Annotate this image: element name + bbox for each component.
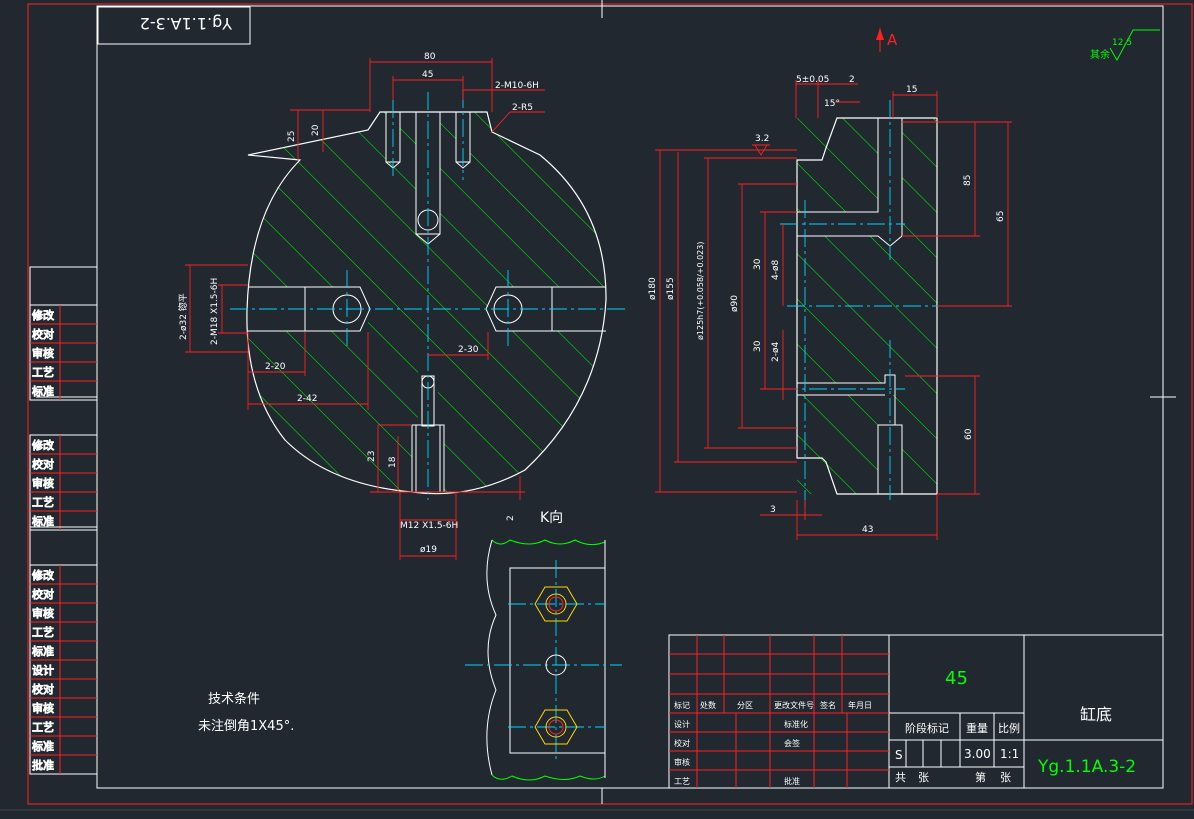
dim-18: 18 (388, 456, 398, 468)
revision-label-2-10: 批准 (32, 758, 54, 772)
tb-header-date: 年月日 (848, 700, 872, 710)
dim-25: 25 (287, 131, 297, 142)
tb-header-sign: 签名 (820, 700, 836, 710)
tb-header-count: 处数 (700, 700, 716, 710)
dim-2-30: 2-30 (458, 345, 479, 355)
tb-design: 设计 (674, 719, 690, 729)
revision-label-2-0: 修改 (32, 568, 54, 582)
revision-label-2-3: 工艺 (32, 626, 54, 639)
revision-label-2-7: 审核 (32, 701, 54, 715)
dim-2-42: 2-42 (297, 394, 317, 404)
revision-label-1-2: 审核 (32, 476, 54, 490)
roughness-note: 其余 (1090, 48, 1110, 61)
right-section-view: 5±0.05 2 15° 15 3.2 85 65 30 4-ø8 30 2-ø… (648, 75, 1012, 540)
sheet-unit-2: 张 (1000, 771, 1011, 784)
revision-label-2-4: 标准 (32, 644, 54, 658)
revision-label-1-4: 标准 (32, 514, 54, 528)
dim-side-thread: 2-M18 X1.5-6H (210, 278, 220, 345)
revision-label-2-6: 校对 (32, 682, 54, 696)
revision-label-0-4: 标准 (32, 384, 54, 398)
tb-standardization: 标准化 (784, 719, 808, 729)
dim-15: 15 (906, 85, 917, 95)
weight-value: 3.00 (964, 747, 991, 761)
dim-4-dia8: 4-ø8 (771, 260, 781, 280)
revision-label-0-3: 工艺 (32, 366, 54, 379)
scale-value: 1:1 (1000, 747, 1019, 761)
dim-45: 45 (422, 70, 433, 80)
dim-30-lower: 30 (753, 340, 763, 352)
revision-label-0-2: 审核 (32, 346, 54, 360)
sheets-unit: 张 (918, 771, 929, 784)
roughness-value: 12.5 (1112, 38, 1132, 48)
revision-label-2-8: 工艺 (32, 721, 54, 734)
tb-header-mark: 标记 (674, 700, 690, 710)
tb-countersign: 会签 (784, 738, 800, 748)
k-direction-view: K向 (465, 510, 622, 781)
dim-thread-top: 2-M10-6H (495, 81, 539, 91)
view-a-marker: A (876, 28, 898, 52)
dim-65: 65 (996, 211, 1006, 222)
rotated-code-box: Yg.1.1A.3-2 (97, 6, 251, 45)
left-section-view: 80 45 2-M10-6H 2-R5 25 20 2-ø32 锪平 2-M18… (177, 52, 628, 560)
tb-process: 工艺 (674, 777, 690, 786)
revision-label-2-9: 标准 (32, 739, 54, 753)
revision-label-0-1: 校对 (32, 327, 54, 341)
tb-header-change-doc: 更改文件号 (774, 700, 814, 710)
drawing-number: Yg.1.1A.3-2 (1037, 757, 1136, 777)
dim-2-20: 2-20 (265, 362, 286, 372)
k-view-label: K向 (540, 510, 563, 526)
roughness-3-2: 3.2 (755, 134, 769, 144)
revision-label-2-1: 校对 (32, 587, 54, 601)
dim-bottom-thread: M12 X1.5-6H (400, 521, 458, 531)
material: 45 (945, 668, 968, 689)
dim-3: 3 (770, 505, 776, 515)
dim-dia90: ø90 (730, 295, 740, 312)
revision-label-1-3: 工艺 (32, 496, 54, 509)
dim-dia155: ø155 (666, 277, 676, 300)
dim-20: 20 (311, 124, 321, 136)
revision-label-1-1: 校对 (32, 457, 54, 471)
dim-dia180: ø180 (648, 277, 658, 300)
dim-2: 2 (506, 515, 516, 521)
dim-15deg: 15° (824, 99, 840, 109)
rotated-drawing-code: Yg.1.1A.3-2 (140, 14, 233, 33)
revision-label-2-5: 设计 (32, 664, 54, 677)
title-block: 标记 处数 分区 更改文件号 签名 年月日 设计 标准化 校对 会签 审核 工艺… (668, 634, 1164, 789)
dim-spotface: 2-ø32 锪平 (177, 293, 189, 340)
dim-85: 85 (963, 175, 973, 186)
tb-header-zone: 分区 (737, 701, 753, 710)
sheets-total-label: 共 (895, 771, 906, 784)
dim-30-upper: 30 (753, 258, 763, 270)
technical-notes: 技术条件 未注倒角1X45°. (198, 691, 294, 734)
weight-label: 重量 (966, 721, 988, 735)
scale-label: 比例 (998, 721, 1020, 735)
dim-r5: 2-R5 (512, 103, 533, 113)
roughness-symbol: 其余 12.5 (1090, 29, 1160, 62)
dim-80: 80 (424, 52, 436, 62)
view-label-a: A (887, 31, 898, 49)
revision-label-0-0: 修改 (32, 308, 54, 322)
dim-dia125-tol: ø125h7(+0.058/+0.023) (696, 242, 705, 340)
tb-review: 审核 (674, 757, 690, 767)
stage-mark-label: 阶段标记 (905, 721, 949, 735)
part-name: 缸底 (1080, 705, 1112, 724)
dim-2-top: 2 (849, 75, 855, 85)
tb-check: 校对 (674, 738, 690, 748)
revision-label-1-0: 修改 (32, 438, 54, 452)
dim-5-tol: 5±0.05 (796, 75, 829, 85)
dim-dia19: ø19 (420, 545, 437, 555)
revision-label-2-2: 审核 (32, 606, 54, 620)
sheet-no-label: 第 (975, 770, 986, 784)
dim-60: 60 (964, 428, 974, 440)
tech-note: 未注倒角1X45°. (198, 719, 294, 734)
dim-23: 23 (367, 451, 377, 462)
tb-approve: 批准 (784, 776, 800, 786)
tech-title: 技术条件 (208, 691, 260, 707)
dim-43: 43 (862, 525, 873, 535)
stage-value: S (895, 748, 903, 762)
dim-2-dia4: 2-ø4 (771, 342, 781, 362)
revision-panels: 修改校对审核工艺标准修改校对审核工艺标准修改校对审核工艺标准设计校对审核工艺标准… (29, 266, 98, 775)
